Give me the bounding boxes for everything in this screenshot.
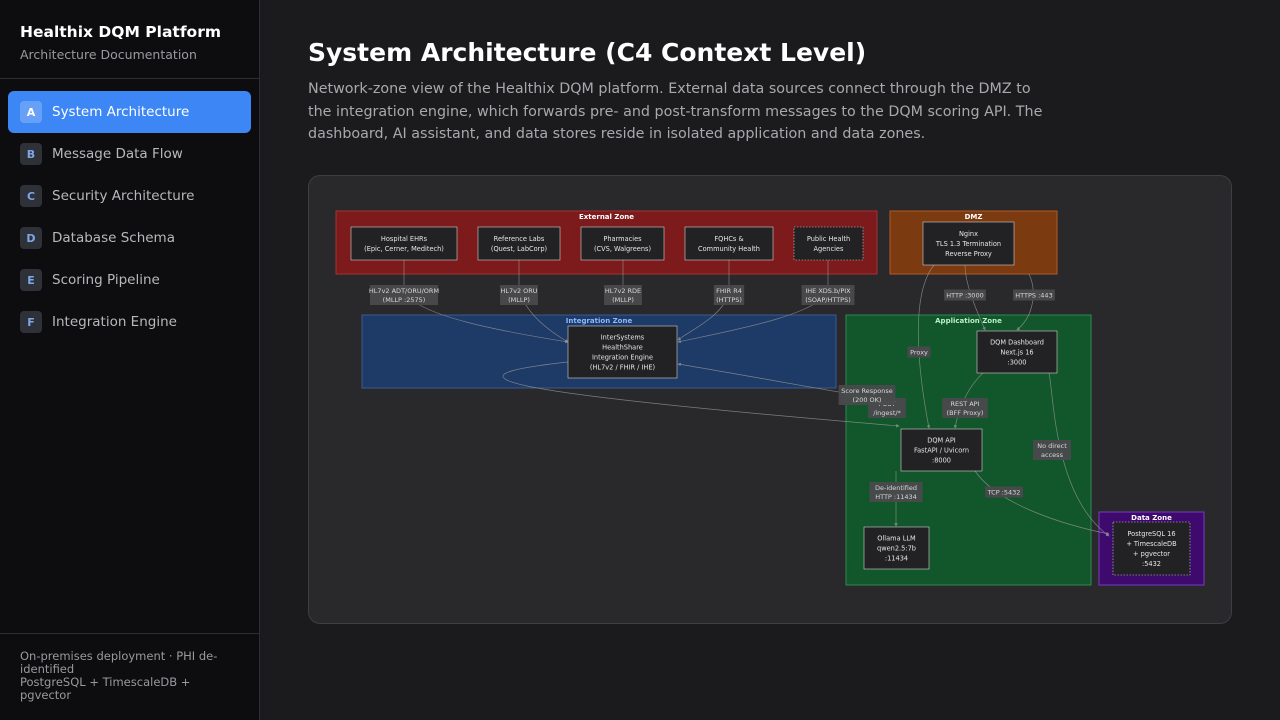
sidebar-item-scoring-pipeline[interactable]: E Scoring Pipeline [8,259,251,301]
nav-letter-badge: D [20,227,42,249]
sidebar-item-label: Message Data Flow [52,146,183,162]
node-text-fqhc: FQHCs &Community Health [698,235,760,253]
edge-label-text-tcp: TCP :5432 [987,488,1021,496]
edge-label-pharm: HL7v2 RDE(MLLP) [604,285,642,305]
edge-label-text-ph: IHE XDS.b/PIX(SOAP/HTTPS) [805,287,851,304]
sidebar-item-label: Scoring Pipeline [52,272,160,288]
node-fqhc[interactable]: FQHCs &Community Health [684,226,774,261]
edge-label-text-rest: REST API(BFF Proxy) [947,400,984,417]
edge-label-score: Score Response(200 OK) [838,385,896,405]
architecture-diagram: External Zone DMZ Integration Zone Applicat… [335,210,1205,586]
node-labs[interactable]: Reference Labs(Quest, LabCorp) [477,226,561,261]
brand: Healthix DQM Platform Architecture Docum… [0,0,259,79]
sidebar-item-database-schema[interactable]: D Database Schema [8,217,251,259]
nav-letter-badge: B [20,143,42,165]
zone-label-dmz: DMZ [965,213,983,221]
edge-label-text-ehr: HL7v2 ADT/ORU/ORM(MLLP :2575) [369,287,439,304]
edge-label-text-proxy: Proxy [910,348,928,356]
node-pg[interactable]: PostgreSQL 16+ TimescaleDB+ pgvector:543… [1112,521,1191,576]
edge-label-text-fqhc: FHIR R4(HTTPS) [716,287,742,304]
edge-label-text-pharm: HL7v2 RDE(MLLP) [605,287,641,304]
edge-label-tcp: TCP :5432 [985,486,1023,498]
edge-label-http3000: HTTP :3000 [944,289,986,301]
edge-label-https443: HTTPS :443 [1013,289,1055,301]
node-ehr[interactable]: Hospital EHRs(Epic, Cerner, Meditech) [350,226,458,261]
zone-label-application: Application Zone [935,317,1002,325]
edge-label-text-labs: HL7v2 ORU(MLLP) [500,287,537,304]
main-content: System Architecture (C4 Context Level) N… [308,36,1232,146]
edge-label-labs: HL7v2 ORU(MLLP) [500,285,538,305]
edge-hs-to-api-post [502,361,900,428]
edge-label-ph: IHE XDS.b/PIX(SOAP/HTTPS) [801,285,855,305]
sidebar-item-label: Integration Engine [52,314,177,330]
nav-letter-badge: A [20,101,42,123]
nav-letter-badge: C [20,185,42,207]
page-description: Network-zone view of the Healthix DQM pl… [308,81,1043,142]
edge-label-text-http3000: HTTP :3000 [946,291,983,299]
edge-dash-to-api [953,372,984,429]
edge-label-text-score: Score Response(200 OK) [841,387,893,404]
edge-dmz-to-dash [1016,273,1034,331]
node-pharm[interactable]: Pharmacies(CVS, Walgreens) [580,226,665,261]
zone-label-integration: Integration Zone [566,317,633,325]
edge-label-fqhc: FHIR R4(HTTPS) [713,285,745,305]
sidebar-item-security-architecture[interactable]: C Security Architecture [8,175,251,217]
sidebar-item-label: Database Schema [52,230,175,246]
node-text-ehr: Hospital EHRs(Epic, Cerner, Meditech) [364,235,444,253]
diagram-card: External Zone DMZ Integration Zone Applicat… [308,175,1232,624]
zone-label-external: External Zone [579,213,634,221]
zone-label-data: Data Zone [1131,514,1172,522]
node-text-pharm: Pharmacies(CVS, Walgreens) [594,235,651,253]
sidebar-nav: A System Architecture B Message Data Flo… [0,79,259,355]
nav-letter-badge: E [20,269,42,291]
edge-label-ehr: HL7v2 ADT/ORU/ORM(MLLP :2575) [369,285,439,305]
sidebar-item-message-data-flow[interactable]: B Message Data Flow [8,133,251,175]
sidebar-item-label: System Architecture [52,104,190,120]
edge-label-rest: REST API(BFF Proxy) [942,398,988,418]
edge-nginx-proxy-to-api [918,264,935,429]
node-text-labs: Reference Labs(Quest, LabCorp) [491,235,547,253]
edge-label-proxy: Proxy [907,346,931,358]
sidebar: Healthix DQM Platform Architecture Docum… [0,0,260,720]
app-title: Healthix DQM Platform [20,23,222,41]
app-subtitle: Architecture Documentation [20,47,197,62]
sidebar-footer: On-premises deployment · PHI de-identifi… [0,633,259,720]
nav-letter-badge: F [20,311,42,333]
page-title: System Architecture (C4 Context Level) [308,38,867,67]
node-text-pg: PostgreSQL 16+ TimescaleDB+ pgvector:543… [1126,530,1177,568]
edge-api-to-pg [974,470,1110,536]
edge-label-text-https443: HTTPS :443 [1015,291,1052,299]
sidebar-item-label: Security Architecture [52,188,195,204]
stack-note: PostgreSQL + TimescaleDB + pgvector [20,675,191,702]
sidebar-item-system-architecture[interactable]: A System Architecture [8,91,251,133]
deployment-note: On-premises deployment · PHI de-identifi… [20,649,218,676]
sidebar-item-integration-engine[interactable]: F Integration Engine [8,301,251,343]
